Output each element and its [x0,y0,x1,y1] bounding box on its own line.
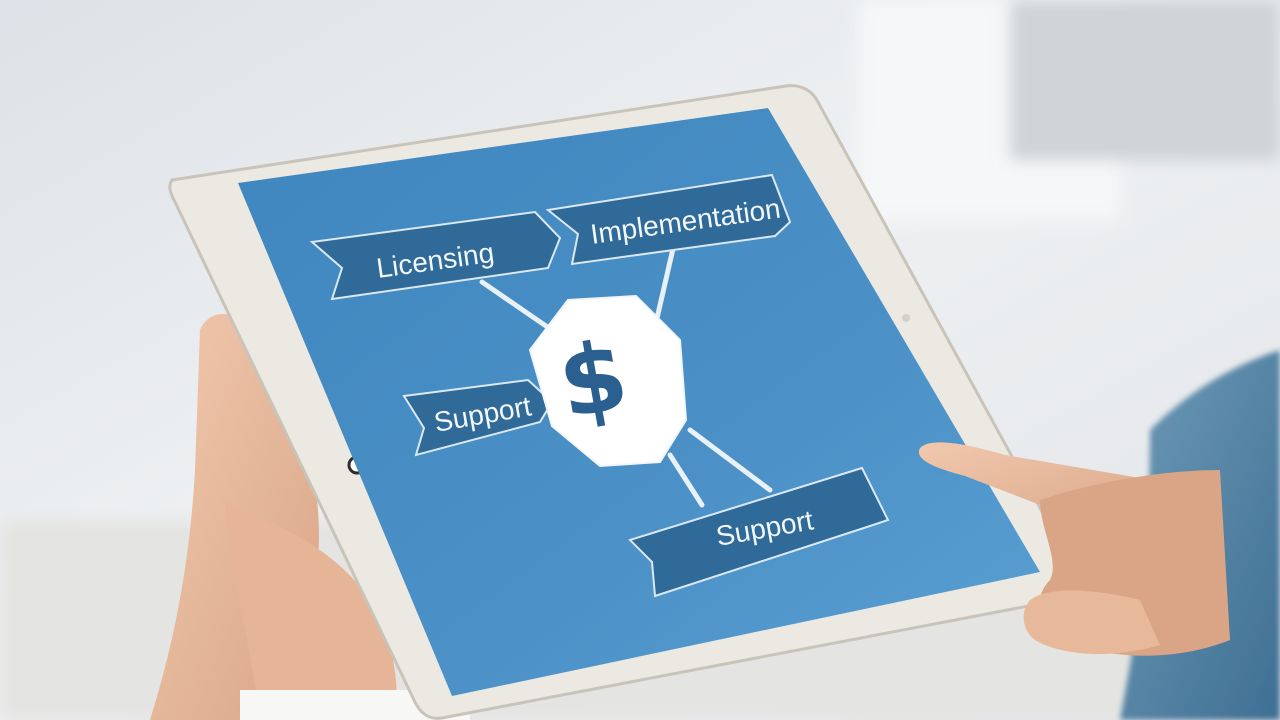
tablet-sensor [902,314,910,322]
price-octagon: $ [528,294,688,468]
background-furniture [1010,0,1280,160]
thumb [1023,590,1160,655]
right-hand [918,350,1280,720]
tablet: Licensing Implementation Support Support… [168,84,1078,720]
banner-licensing: Licensing [309,210,562,301]
banner-support-bottom: Support [628,466,890,598]
banner-implementation: Implementation [545,173,792,266]
